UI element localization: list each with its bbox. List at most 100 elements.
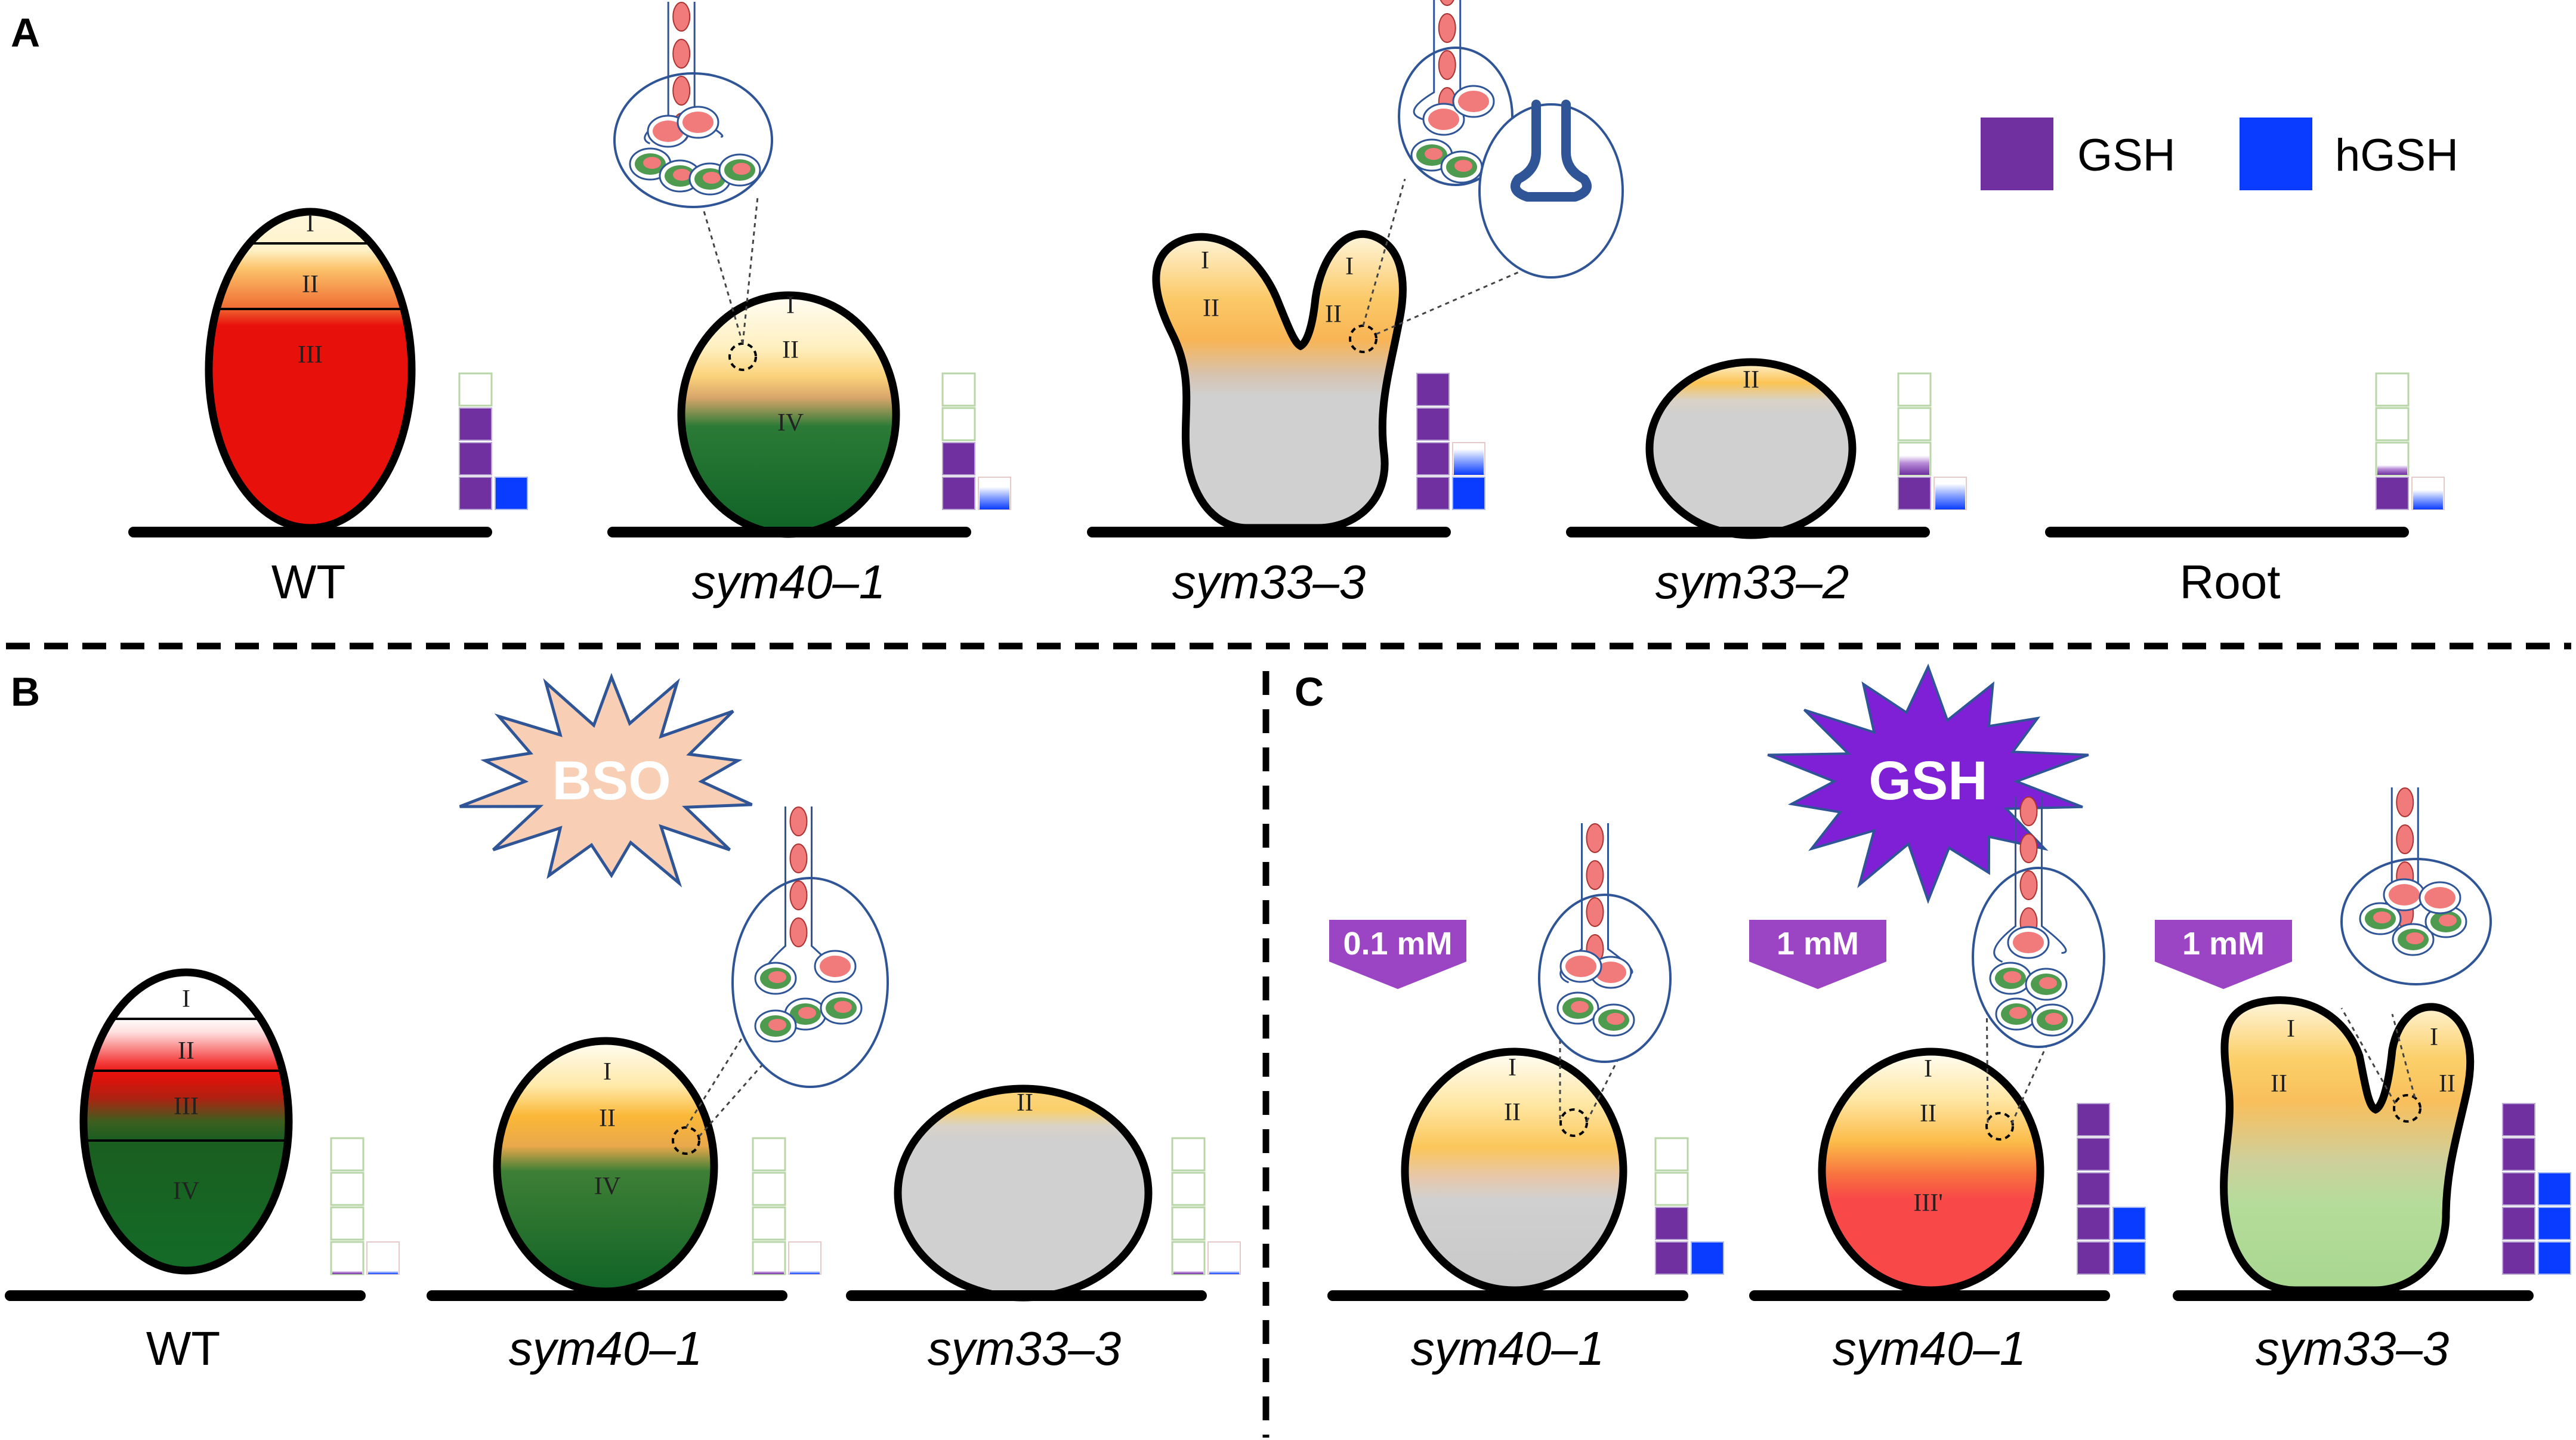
nodule-sym33-2: II [1645,358,1857,539]
hgsh-box [1454,449,1484,475]
infection-thread-inset [1538,823,1672,1063]
hgsh-box [495,477,528,510]
hgsh-box [368,1271,398,1274]
hgsh-box [2112,1241,2146,1275]
level-stack [458,372,528,510]
legend: GSH hGSH [1981,118,2458,190]
ground-line [128,527,492,537]
infection-thread-inset [613,2,773,208]
gsh-box [2502,1103,2535,1136]
level-stack [1171,1137,1241,1275]
hgsh-box [790,1271,820,1274]
level-stack [1416,373,1485,510]
zone-label: II [2271,1070,2287,1098]
hgsh-box [1452,477,1485,510]
gsh-box [2077,1241,2110,1275]
gsh-box [1416,477,1450,510]
zone-label: I [1924,1055,1932,1083]
zone-label: II [1203,295,1219,322]
concentration-arrow-1mm-2: 1 mM [2155,920,2292,989]
level-stack [2502,1103,2571,1275]
gsh-box [1173,1271,1203,1274]
hgsh-box [1691,1241,1724,1275]
zone-label: II [178,1037,194,1065]
zone-label: II [1504,1099,1521,1126]
zone-label: II [599,1105,616,1132]
gsh-box [1416,442,1450,475]
zone-label: I [1345,253,1354,280]
zone-label: III [298,341,323,369]
level-stack [1654,1137,1724,1275]
legend-gsh-label: GSH [2077,130,2176,181]
gsh-box [2502,1241,2535,1275]
aborted-thread-inset [1478,100,1624,279]
level-stack [2077,1103,2146,1275]
nodule-sym33-3-bso: II [894,1084,1153,1302]
nodule-wt: I II III [205,208,416,532]
hgsh-box [2413,490,2443,509]
bso-burst: BSO [459,672,753,888]
zone-label: I [1201,247,1209,274]
nodule-sym40-1-bso: I II IV [493,1037,718,1296]
nodule-sym33-3: I II I II [1152,230,1407,532]
gsh-box [942,477,975,510]
zone-label: I [2430,1024,2438,1051]
zone-label: IV [594,1173,620,1200]
gsh-box [2377,465,2407,475]
hgsh-box [1209,1271,1239,1274]
concentration-label: 1 mM [2182,926,2265,962]
gsh-box [1898,477,1931,510]
zone-label: I [1508,1054,1516,1081]
zone-label: I [786,292,795,319]
hgsh-box [2538,1172,2571,1206]
gsh-box [2077,1138,2110,1171]
zone-label: II [1017,1089,1033,1117]
label-sym40-1-b: sym40–1 [509,1322,703,1375]
gsh-box [2077,1172,2110,1206]
zone-label: II [1743,366,1759,394]
gsh-box [2502,1138,2535,1171]
zone-label: II [1325,301,1342,328]
gsh-level-bars [330,372,2571,1275]
zone-label: II [2439,1070,2455,1098]
panel-c-letter: C [1295,669,1324,715]
concentration-arrow-1mm: 1 mM [1749,920,1886,989]
zone-label: III [174,1093,199,1120]
gsh-box [459,407,492,441]
level-stack [2375,372,2445,510]
zone-label: II [782,336,799,364]
concentration-arrow-0-1mm: 0.1 mM [1329,920,1466,989]
label-wt-a: WT [271,555,345,608]
infection-thread-inset [2340,787,2492,985]
zone-label: II [1920,1100,1936,1127]
label-sym33-3-c: sym33–3 [2256,1322,2450,1375]
gsh-box [942,442,975,475]
zone-label: I [182,985,190,1013]
gsh-box [459,477,492,510]
gsh-box [1655,1241,1688,1275]
label-sym33-3-b: sym33–3 [928,1322,1122,1375]
label-sym40-1-c2: sym40–1 [1833,1322,2027,1375]
gsh-burst: GSH [1767,663,2089,904]
zone-label: II [302,271,319,298]
level-stack [1897,372,1967,510]
nodule-sym33-3-gsh-1: I II I II [2220,996,2475,1294]
gsh-box [754,1271,784,1274]
label-root: Root [2180,555,2281,608]
gsh-box [2077,1207,2110,1240]
infection-site-marker [1559,1108,1588,1137]
hgsh-box [2538,1207,2571,1240]
nodule-wt-bso: I II III IV [79,968,293,1275]
ground-line [607,527,971,537]
label-sym33-2: sym33–2 [1655,555,1849,608]
hgsh-box [2538,1241,2571,1275]
gsh-box [332,1271,362,1274]
ground-line [427,1290,787,1301]
zone-label: III' [1913,1189,1943,1217]
nodule-sym40-1-gsh-0-1: I II [1401,1047,1627,1294]
ground-line [1327,1290,1688,1301]
ground-line [1087,527,1451,537]
ground-line [5,1290,366,1301]
gsh-box [2502,1172,2535,1206]
